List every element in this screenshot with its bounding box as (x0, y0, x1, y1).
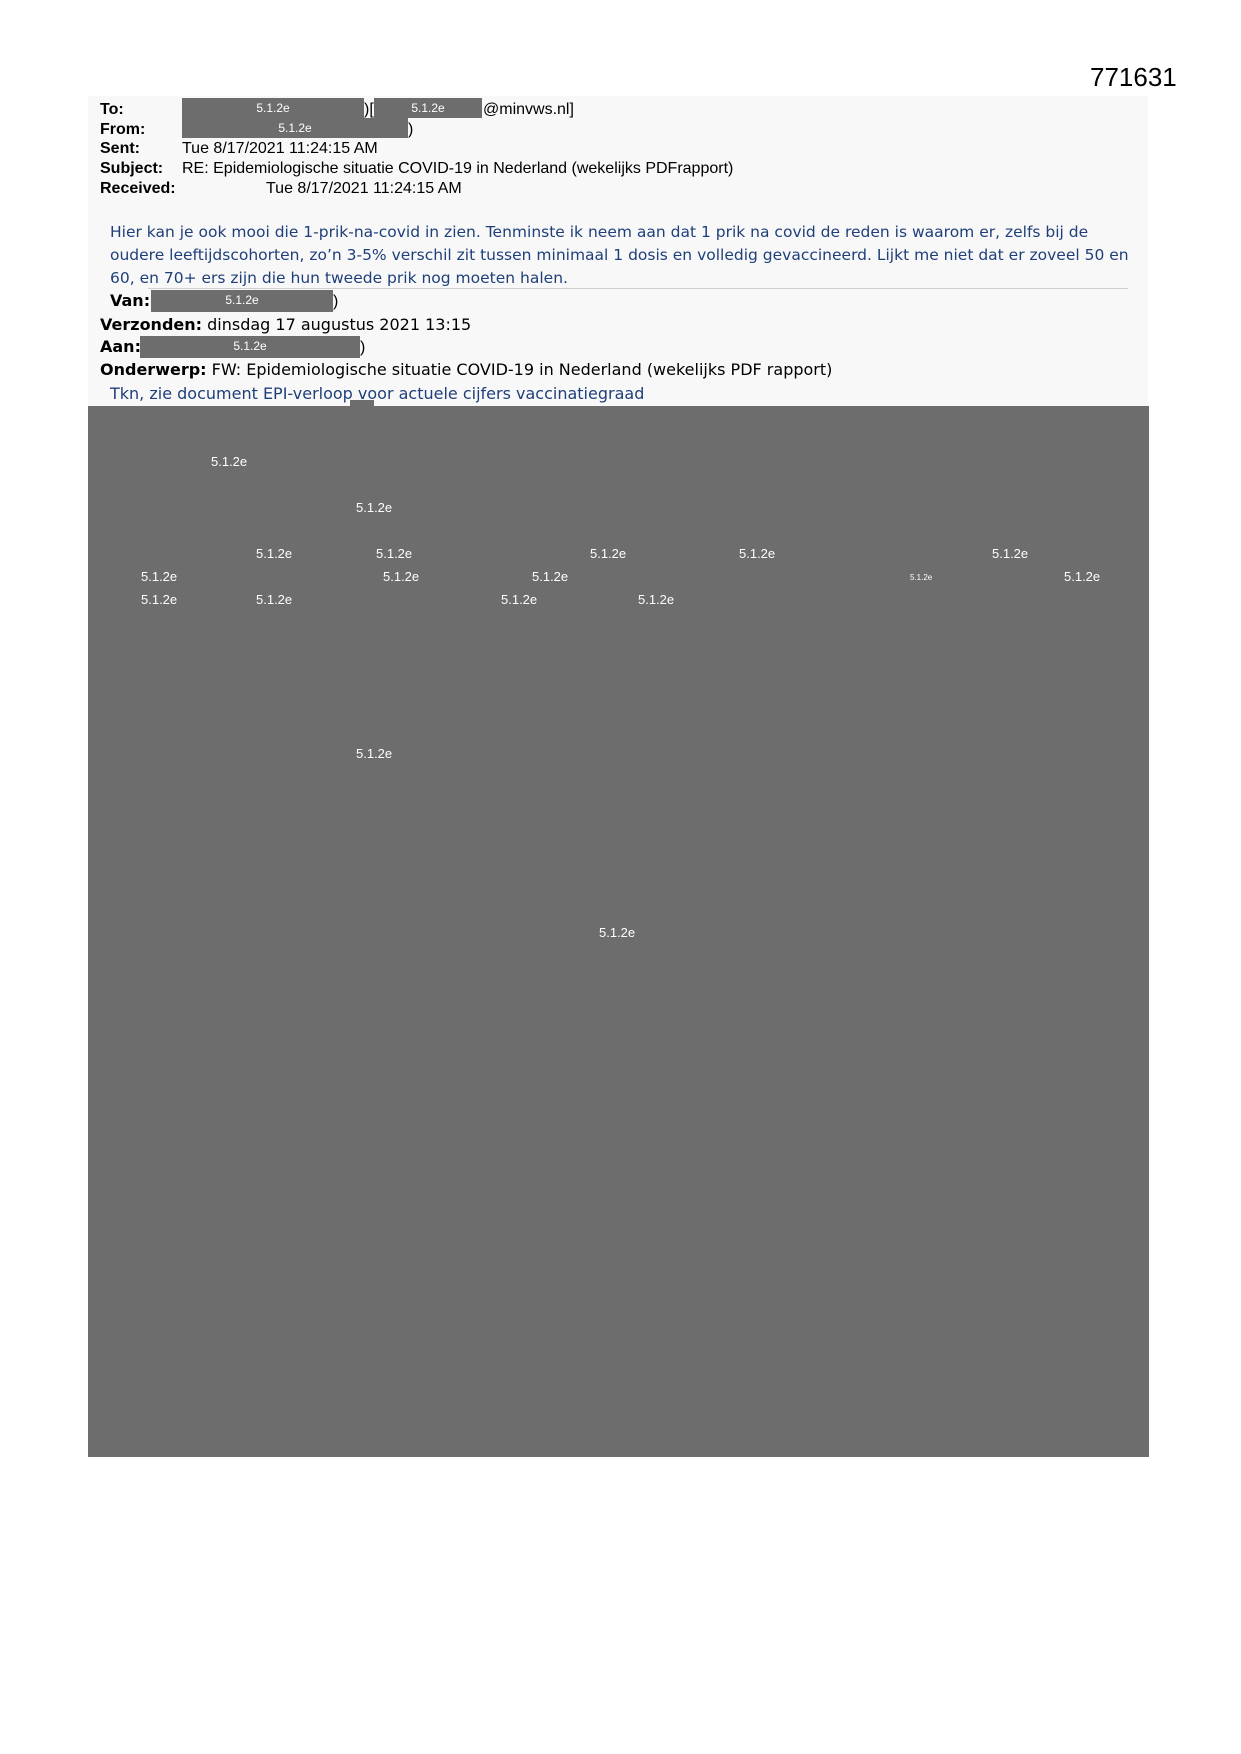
redaction-code: 5.1.2e (532, 569, 569, 584)
from-paren: ) (408, 121, 414, 138)
redaction-code: 5.1.2e (910, 573, 933, 582)
redaction-code: 5.1.2e (141, 592, 178, 607)
aan-paren: ) (360, 339, 366, 356)
received-value: Tue 8/17/2021 11:24:15 AM (266, 180, 462, 197)
verzonden-row: Verzonden: dinsdag 17 augustus 2021 13:1… (100, 315, 471, 335)
subject-row: Subject: RE: Epidemiologische situatie CO… (100, 160, 733, 178)
onderwerp-row: Onderwerp: FW: Epidemiologische situatie… (100, 360, 832, 380)
to-row: To: (100, 101, 124, 119)
redaction-code: 5.1.2e (501, 592, 538, 607)
van-row: Van: (110, 291, 150, 311)
subject-label: Subject: (100, 160, 164, 177)
redaction-van: 5.1.2e (151, 290, 333, 312)
aan-row: Aan: (100, 337, 141, 357)
redaction-code: 5.1.2e (356, 746, 393, 761)
sent-row: Sent: Tue 8/17/2021 11:24:15 AM (100, 140, 378, 158)
redaction-code: 5.1.2e (211, 454, 248, 469)
aan-label: Aan: (100, 337, 141, 356)
document-number: 771631 (1090, 62, 1177, 92)
received-row: Received: Tue 8/17/2021 11:24:15 AM (100, 180, 462, 198)
onderwerp-value: FW: Epidemiologische situatie COVID-19 i… (206, 360, 833, 379)
from-row: From: (100, 121, 145, 139)
verzonden-value: dinsdag 17 augustus 2021 13:15 (202, 315, 472, 334)
from-label: From: (100, 121, 146, 138)
redaction-to-name: 5.1.2e (182, 98, 364, 118)
sent-value: Tue 8/17/2021 11:24:15 AM (182, 140, 378, 157)
redaction-to-email: 5.1.2e (374, 98, 482, 118)
van-label: Van: (110, 291, 151, 310)
redaction-code: 5.1.2e (638, 592, 675, 607)
to-label: To: (100, 101, 124, 118)
onderwerp-label: Onderwerp: (100, 360, 207, 379)
verzonden-label: Verzonden: (100, 315, 203, 334)
redaction-code: 5.1.2e (376, 546, 413, 561)
subject-value: RE: Epidemiologische situatie COVID-19 i… (182, 160, 734, 177)
redaction-code: 5.1.2e (383, 569, 420, 584)
redaction-code: 5.1.2e (992, 546, 1029, 561)
redaction-code: 5.1.2e (599, 925, 636, 940)
redaction-aan: 5.1.2e (140, 336, 360, 358)
forward-note: Tkn, zie document EPI-verloop voor actue… (110, 384, 645, 403)
redaction-code: 5.1.2e (590, 546, 627, 561)
redaction-code: 5.1.2e (256, 592, 293, 607)
redaction-code: 5.1.2e (256, 546, 293, 561)
received-label: Received: (100, 180, 176, 197)
sent-label: Sent: (100, 140, 140, 157)
redaction-code: 5.1.2e (356, 500, 393, 515)
to-bracket: )[ (364, 101, 374, 118)
to-domain: @minvws.nl] (483, 101, 574, 118)
redacted-content-block: 5.1.2e 5.1.2e 5.1.2e 5.1.2e 5.1.2e 5.1.2… (88, 406, 1149, 1457)
van-paren: ) (333, 293, 339, 310)
redaction-from: 5.1.2e (182, 118, 408, 138)
redaction-code: 5.1.2e (739, 546, 776, 561)
reply-body: Hier kan je ook mooi die 1-prik-na-covid… (110, 223, 1129, 287)
divider (148, 288, 1128, 289)
redaction-code: 5.1.2e (1064, 569, 1101, 584)
redaction-code: 5.1.2e (141, 569, 178, 584)
redaction-tab (350, 400, 374, 408)
